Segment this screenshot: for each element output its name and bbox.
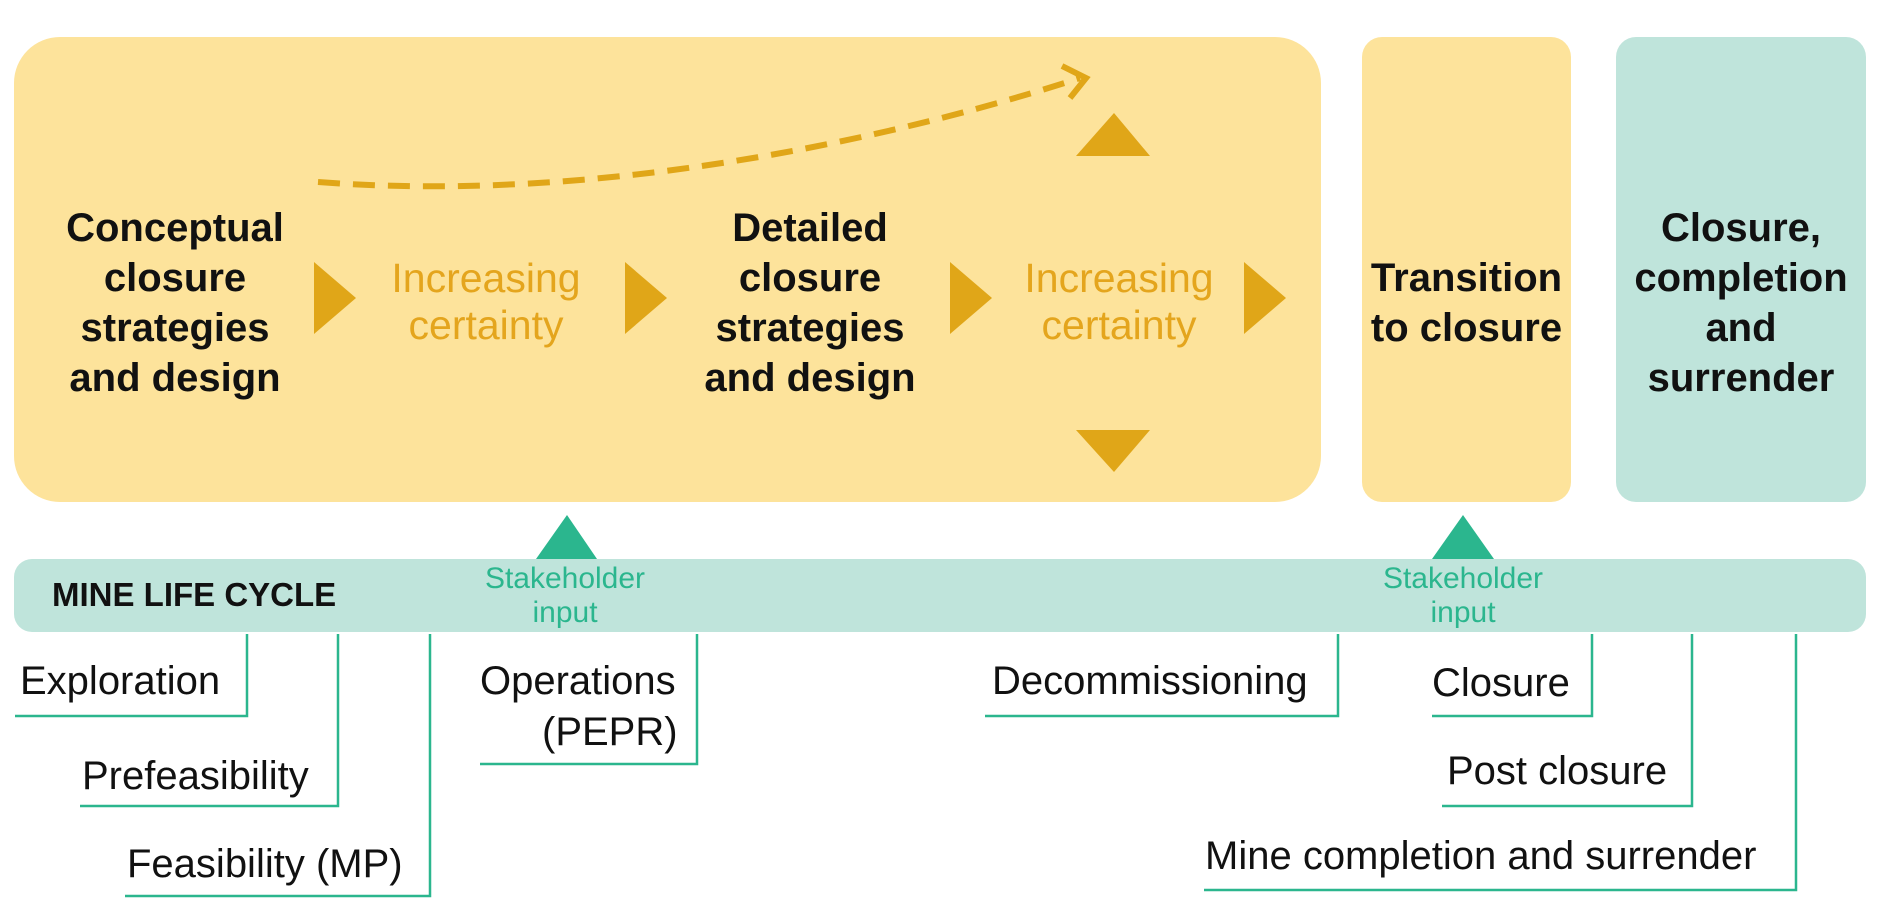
conceptual-closure-heading: Conceptual closure strategies and design <box>66 206 284 400</box>
phase-mine-completion: Mine completion and surrender <box>1205 834 1757 878</box>
phase-decommissioning: Decommissioning <box>992 659 1308 703</box>
stakeholder-input-label-1: Stakeholder input <box>484 562 646 629</box>
transition-heading: Transition to closure <box>1370 256 1563 350</box>
phase-prefeasibility: Prefeasibility <box>82 754 309 798</box>
completion-panel <box>1616 37 1866 502</box>
transition-panel <box>1362 37 1571 502</box>
completion-heading: Closure, completion and surrender <box>1634 206 1848 400</box>
phase-operations: Operations <box>480 659 676 703</box>
stakeholder-arrow-1 <box>536 515 597 559</box>
increasing-certainty-label-1: Increasing certainty <box>391 255 581 348</box>
detailed-closure-heading: Detailed closure strategies and design <box>704 206 916 400</box>
phase-exploration: Exploration <box>20 659 221 703</box>
stakeholder-arrow-2 <box>1432 515 1494 559</box>
mine-life-cycle-label: MINE LIFE CYCLE <box>52 576 337 613</box>
stakeholder-input-label-2: Stakeholder input <box>1382 562 1544 629</box>
phase-post-closure: Post closure <box>1447 749 1668 793</box>
phase-operations-pepr: (PEPR) <box>542 710 678 754</box>
phase-closure: Closure <box>1432 661 1570 705</box>
phase-feasibility: Feasibility (MP) <box>127 842 403 886</box>
mine-life-cycle-bar <box>14 559 1866 632</box>
increasing-certainty-label-2: Increasing certainty <box>1024 255 1214 348</box>
